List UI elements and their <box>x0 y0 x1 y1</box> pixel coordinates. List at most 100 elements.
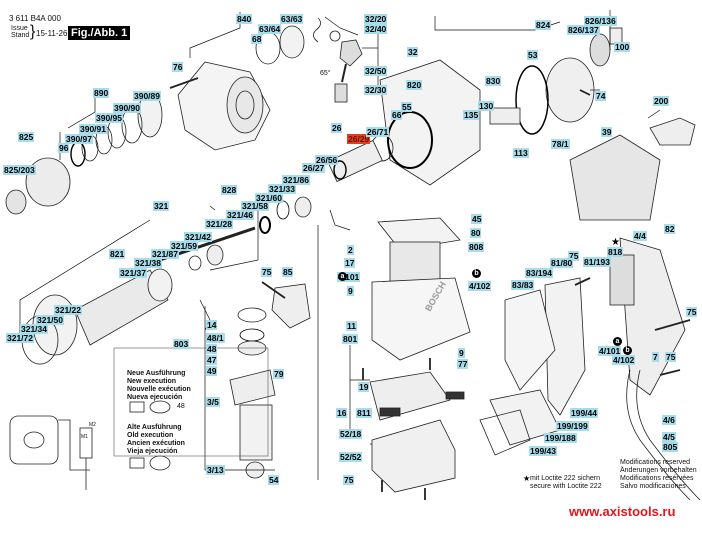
part-label[interactable]: 803 <box>173 339 190 349</box>
part-label[interactable]: 75 <box>343 475 355 485</box>
part-label[interactable]: 26/71 <box>366 127 390 137</box>
part-label[interactable]: 52/52 <box>339 452 363 462</box>
part-label[interactable]: 9 <box>458 348 465 358</box>
part-label[interactable]: 826/137 <box>567 25 600 35</box>
part-label[interactable]: 16 <box>336 408 348 418</box>
part-label[interactable]: 77 <box>457 359 469 369</box>
part-label[interactable]: 49 <box>206 366 218 376</box>
part-label[interactable]: 32/30 <box>364 85 388 95</box>
part-label[interactable]: 390/89 <box>133 91 161 101</box>
part-label[interactable]: 75 <box>261 267 273 277</box>
part-label[interactable]: 808 <box>468 242 485 252</box>
part-label[interactable]: 75 <box>686 307 698 317</box>
part-label[interactable]: 4/6 <box>662 415 676 425</box>
part-label[interactable]: 321/50 <box>36 315 64 325</box>
part-label[interactable]: 78/1 <box>551 139 570 149</box>
part-label[interactable]: 4/101 <box>598 346 622 356</box>
part-label[interactable]: 830 <box>485 76 502 86</box>
part-label[interactable]: 48 <box>206 344 218 354</box>
part-label[interactable]: 824 <box>535 20 552 30</box>
part-label[interactable]: 805 <box>662 442 679 452</box>
part-label[interactable]: 9 <box>347 286 354 296</box>
part-label[interactable]: 11 <box>346 321 357 331</box>
part-label[interactable]: 74 <box>595 91 607 101</box>
part-label[interactable]: 321/46 <box>226 210 254 220</box>
part-label[interactable]: 826/136 <box>584 16 617 26</box>
part-label[interactable]: 66 <box>391 110 403 120</box>
part-label[interactable]: 32/40 <box>364 24 388 34</box>
part-label[interactable]: 32/20 <box>364 14 388 24</box>
part-label[interactable]: 96 <box>58 143 70 153</box>
part-label[interactable]: 75 <box>665 352 677 362</box>
part-label[interactable]: 32/50 <box>364 66 388 76</box>
part-label[interactable]: 135 <box>463 110 480 120</box>
part-label[interactable]: 4/102 <box>468 281 492 291</box>
part-label[interactable]: 801 <box>342 334 359 344</box>
part-label[interactable]: 52/18 <box>339 429 363 439</box>
part-label[interactable]: 80 <box>470 228 482 238</box>
part-label[interactable]: 321/60 <box>255 193 283 203</box>
part-label-highlighted[interactable]: 26/29 <box>347 134 371 144</box>
part-label[interactable]: 321/28 <box>205 219 233 229</box>
part-label[interactable]: 321/33 <box>268 184 296 194</box>
part-label[interactable]: 3/13 <box>206 465 225 475</box>
part-label[interactable]: 55 <box>401 102 413 112</box>
part-label[interactable]: 811 <box>356 408 372 418</box>
part-label[interactable]: 390/95 <box>95 113 123 123</box>
part-label[interactable]: 2 <box>347 245 354 255</box>
part-label[interactable]: 14 <box>206 320 218 330</box>
part-label[interactable]: 83/194 <box>525 268 553 278</box>
part-label[interactable]: 7 <box>652 352 659 362</box>
part-label[interactable]: 321/34 <box>20 324 48 334</box>
part-label[interactable]: 825/203 <box>3 165 36 175</box>
part-label[interactable]: 199/44 <box>570 408 598 418</box>
part-label[interactable]: 321/42 <box>184 232 212 242</box>
part-label[interactable]: 3/5 <box>206 397 220 407</box>
part-label[interactable]: 75 <box>568 251 580 261</box>
part-label[interactable]: 53 <box>527 50 539 60</box>
part-label[interactable]: 19 <box>358 382 370 392</box>
part-label[interactable]: 890 <box>93 88 110 98</box>
part-label[interactable]: 4/4 <box>633 231 647 241</box>
part-label[interactable]: 39 <box>601 127 613 137</box>
part-label[interactable]: 63/63 <box>280 14 304 24</box>
part-label[interactable]: 4/102 <box>612 355 636 365</box>
part-label[interactable]: 4/5 <box>662 432 676 442</box>
part-label[interactable]: 83/83 <box>511 280 535 290</box>
part-label[interactable]: 48/1 <box>206 333 225 343</box>
part-label[interactable]: 321/59 <box>170 241 198 251</box>
part-label[interactable]: 321/72 <box>6 333 34 343</box>
part-label[interactable]: 200 <box>653 96 670 106</box>
part-label[interactable]: 26/56 <box>315 155 339 165</box>
part-label[interactable]: 32 <box>407 47 419 57</box>
part-label[interactable]: 321/87 <box>151 249 179 259</box>
part-label[interactable]: 390/97 <box>65 134 93 144</box>
part-label[interactable]: 828 <box>221 185 238 195</box>
part-label[interactable]: 17 <box>344 258 356 268</box>
part-label[interactable]: 818 <box>607 247 624 257</box>
part-label[interactable]: 68 <box>251 34 263 44</box>
website-link[interactable]: www.axistools.ru <box>569 504 676 519</box>
part-label[interactable]: 130 <box>478 101 495 111</box>
part-label[interactable]: 390/91 <box>79 124 107 134</box>
part-label[interactable]: 79 <box>273 369 285 379</box>
part-label[interactable]: 840 <box>236 14 253 24</box>
part-label[interactable]: 82 <box>664 224 676 234</box>
part-label[interactable]: 100 <box>614 42 631 52</box>
part-label[interactable]: 47 <box>206 355 218 365</box>
part-label[interactable]: 321 <box>153 201 170 211</box>
part-label[interactable]: 45 <box>471 214 483 224</box>
part-label[interactable]: 26 <box>331 123 343 133</box>
part-label[interactable]: 199/43 <box>529 446 557 456</box>
part-label[interactable]: 321/22 <box>54 305 82 315</box>
part-label[interactable]: 321/86 <box>282 175 310 185</box>
part-label[interactable]: 199/199 <box>556 421 589 431</box>
part-label[interactable]: 85 <box>282 267 294 277</box>
part-label[interactable]: 113 <box>513 148 529 158</box>
part-label[interactable]: 321/38 <box>134 258 162 268</box>
part-label[interactable]: 26/27 <box>302 163 326 173</box>
part-label[interactable]: 821 <box>109 249 126 259</box>
part-label[interactable]: 321/58 <box>241 201 269 211</box>
part-label[interactable]: 321/37 <box>119 268 147 278</box>
part-label[interactable]: 54 <box>268 475 280 485</box>
